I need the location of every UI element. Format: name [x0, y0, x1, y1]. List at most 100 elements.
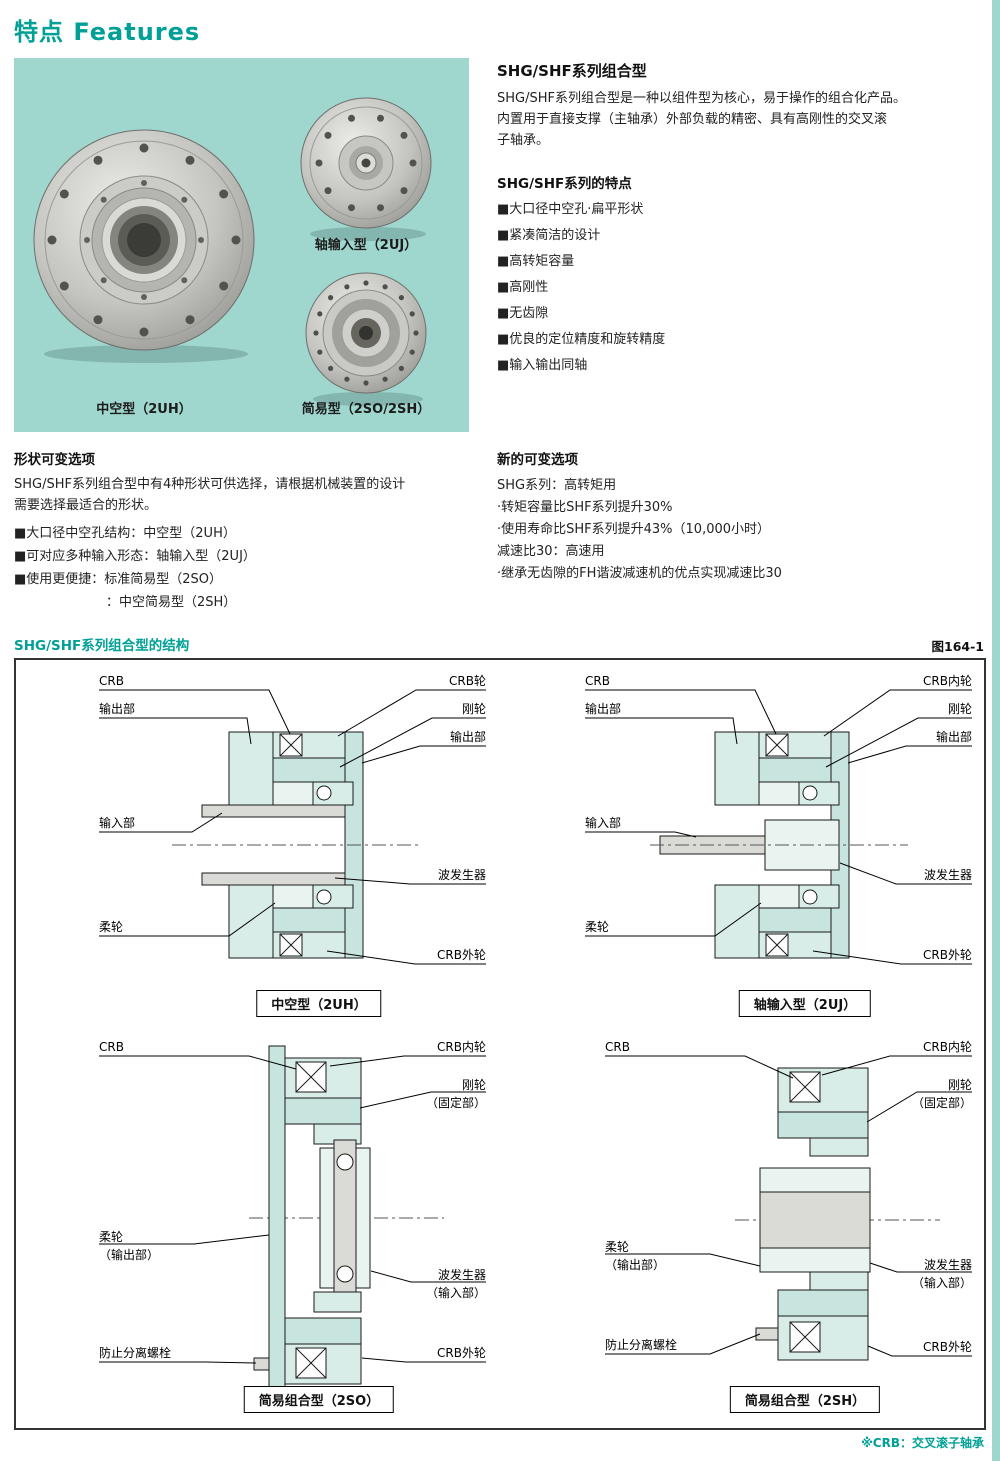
structure-heading: SHG/SHF系列组合型的结构 — [14, 638, 190, 654]
leader-lines — [99, 689, 486, 965]
bearing-upper — [316, 785, 332, 801]
circular-spline-bottom — [777, 1289, 869, 1317]
label-crb-outer: CRB外轮 — [923, 948, 972, 962]
feature-item: ■无齿隙 — [497, 306, 549, 321]
new-options-list: SHG系列：高转矩用 ·转矩容量比SHF系列提升30% ·使用寿命比SHF系列提… — [497, 474, 782, 584]
caption-2uh: 中空型（2UH） — [256, 990, 382, 1017]
diagram-2uj: CRB 输出部 输入部 柔轮 CRB内轮 刚轮 输出部 波发生器 CRB外轮 轴… — [510, 670, 980, 1020]
output-flange-lower — [714, 884, 760, 959]
label-output-right: 输出部 — [449, 730, 486, 744]
shape-option-item: ■使用更便捷：标准简易型（2SO） — [14, 572, 223, 587]
new-option-line: 减速比30：高速用 — [497, 544, 605, 559]
caption-2so: 简易组合型（2SO） — [243, 1386, 395, 1413]
label-crb-inner: CRB内轮 — [923, 674, 972, 688]
output-flange-plate — [268, 1045, 286, 1399]
new-option-line: ·转矩容量比SHF系列提升30% — [497, 500, 673, 515]
shape-option-item: ■可对应多种输入形态：轴输入型（2UJ） — [14, 549, 256, 564]
flexspline-upper — [272, 781, 314, 806]
output-flange-lower — [228, 884, 274, 959]
diagram-2uh: CRB 输出部 输入部 柔轮 CRB轮 刚轮 输出部 波发生器 CRB外轮 中空… — [24, 670, 494, 1020]
caption-2sh: 简易组合型（2SH） — [729, 1386, 881, 1413]
circular-spline-lower — [758, 907, 832, 933]
circular-spline-top — [777, 1111, 869, 1139]
feature-item: ■大口径中空孔·扁平形状 — [497, 202, 644, 217]
spline-step-bottom — [809, 1271, 869, 1291]
label-input: 输入部 — [99, 816, 136, 830]
shape-options-list: ■大口径中空孔结构：中空型（2UH） ■可对应多种输入形态：轴输入型（2UJ） … — [14, 522, 256, 614]
label-flexspline: 柔轮 — [99, 920, 124, 934]
cross-section-2so — [99, 1045, 486, 1399]
new-option-line: SHG系列：高转矩用 — [497, 478, 617, 493]
photo-simple-unit — [305, 272, 427, 406]
cross-section-2uj — [585, 689, 972, 965]
output-flange-upper — [228, 731, 274, 806]
feature-item: ■高转矩容量 — [497, 254, 575, 269]
circular-spline-upper — [758, 757, 832, 783]
new-option-line: ·继承无齿隙的FH谐波减速机的优点实现减速比30 — [497, 566, 782, 581]
bearing-top — [336, 1153, 354, 1171]
label-input: 输入部 — [585, 816, 622, 830]
diagram-2so: CRB 柔轮 （输出部） 防止分离螺栓 CRB内轮 刚轮 （固定部） 波发生器 … — [24, 1028, 494, 1423]
flexspline-upper — [758, 781, 800, 806]
circular-spline-upper — [272, 757, 346, 783]
circular-spline-lower — [272, 907, 346, 933]
shape-option-item: ：中空简易型（2SH） — [106, 595, 237, 610]
shape-option-item: ■大口径中空孔结构：中空型（2UH） — [14, 526, 236, 541]
circular-spline-top — [284, 1097, 362, 1125]
spline-step-bottom — [313, 1291, 362, 1313]
page-title: 特点 Features — [14, 18, 201, 46]
bearing-lower — [802, 889, 818, 905]
figure-reference: 图164-1 — [931, 639, 984, 654]
leader-lines — [585, 689, 972, 965]
label-circular-spline: 刚轮 （固定部） — [911, 1078, 972, 1110]
label-flexspline: 柔轮 （输出部） — [99, 1230, 160, 1262]
label-flexspline: 柔轮 （输出部） — [605, 1240, 666, 1272]
photo-panel: 轴输入型（2UJ） 中空型（2UH） 简易型（2SO/2SH） — [14, 58, 469, 432]
label-wave-generator: 波发生器 — [437, 868, 486, 882]
hollow-bore — [759, 1191, 871, 1249]
photo-label-shaft-input: 轴输入型（2UJ） — [314, 238, 418, 253]
page-edge-strip — [992, 0, 1000, 1461]
circular-spline-bottom — [284, 1317, 362, 1345]
label-wave-generator: 波发生器 （输入部） — [425, 1268, 486, 1300]
structure-diagram-box: CRB 输出部 输入部 柔轮 CRB轮 刚轮 输出部 波发生器 CRB外轮 中空… — [14, 658, 986, 1430]
hollow-shaft-wall-lower — [201, 872, 346, 886]
shape-options-paragraph: SHG/SHF系列组合型中有4种形状可供选择，请根据机械装置的设计 需要选择最适… — [14, 477, 406, 513]
cross-section-2uh — [99, 689, 486, 965]
label-crb-inner: CRB内轮 — [923, 1040, 972, 1054]
label-wave-generator: 波发生器 （输入部） — [911, 1258, 972, 1290]
features-list: ■大口径中空孔·扁平形状 ■紧凑简洁的设计 ■高转矩容量 ■高刚性 ■无齿隙 ■… — [497, 198, 665, 380]
label-flexspline: 柔轮 — [585, 920, 610, 934]
cross-section-2sh — [605, 1055, 972, 1361]
label-anti-separation-bolt: 防止分离螺栓 — [605, 1338, 678, 1352]
bolt-head — [755, 1327, 779, 1341]
feature-item: ■输入输出同轴 — [497, 358, 588, 373]
feature-item: ■紧凑简洁的设计 — [497, 228, 601, 243]
label-crb-outer: CRB外轮 — [437, 1346, 486, 1360]
label-crb: CRB — [99, 674, 124, 688]
photo-label-hollow: 中空型（2UH） — [96, 402, 192, 417]
label-output: 输出部 — [585, 702, 622, 716]
hollow-shaft-wall-upper — [201, 804, 346, 818]
leader-lines — [605, 1055, 972, 1357]
new-options-heading: 新的可变选项 — [497, 452, 578, 468]
features-heading: SHG/SHF系列的特点 — [497, 176, 632, 192]
label-crb-ring: CRB轮 — [449, 674, 486, 688]
flexspline-lower — [272, 884, 314, 909]
label-anti-separation-bolt: 防止分离螺栓 — [99, 1346, 172, 1360]
spline-step-top — [809, 1137, 869, 1157]
label-circular-spline: 刚轮 — [461, 702, 486, 716]
overview-heading: SHG/SHF系列组合型 — [497, 62, 647, 80]
label-circular-spline: 刚轮 — [947, 702, 972, 716]
label-crb-inner: CRB内轮 — [437, 1040, 486, 1054]
label-output: 输出部 — [99, 702, 136, 716]
photo-shaft-input-unit — [300, 97, 432, 241]
label-wave-generator: 波发生器 — [923, 868, 972, 882]
label-crb-outer: CRB外轮 — [923, 1340, 972, 1354]
diagram-2sh: CRB 柔轮 （输出部） 防止分离螺栓 CRB内轮 刚轮 （固定部） 波发生器 … — [510, 1028, 980, 1423]
shape-options-heading: 形状可变选项 — [14, 452, 95, 468]
feature-item: ■优良的定位精度和旋转精度 — [497, 332, 666, 347]
photo-label-simple: 简易型（2SO/2SH） — [301, 402, 431, 417]
bearing-upper — [802, 785, 818, 801]
